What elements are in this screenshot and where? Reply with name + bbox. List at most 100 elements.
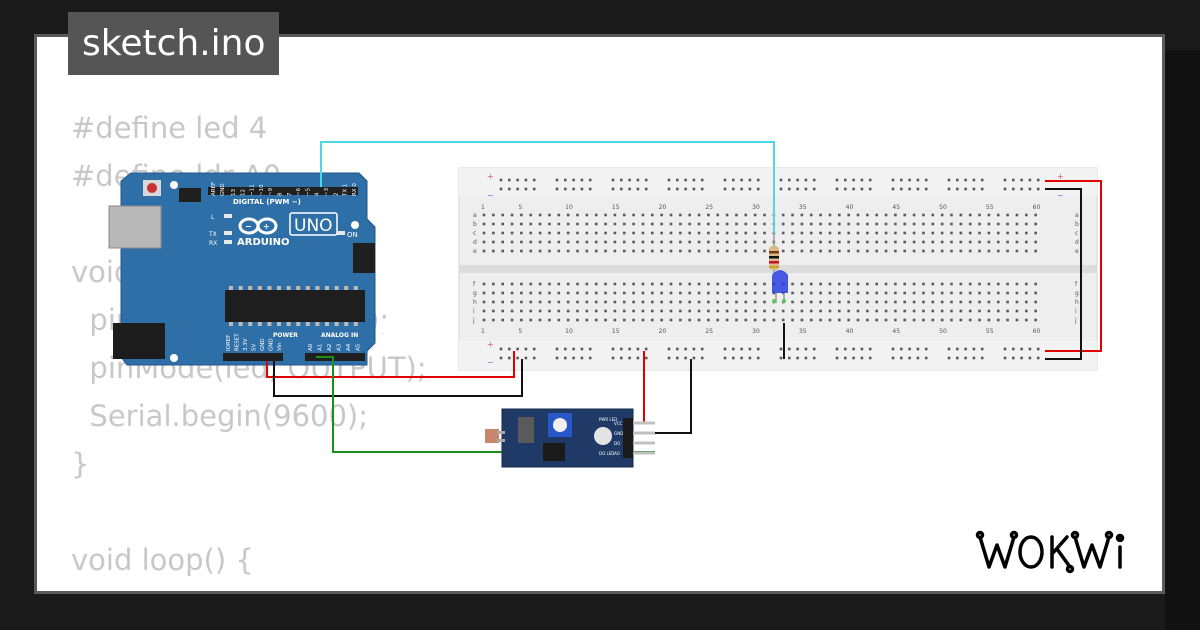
code-line: void loop() { — [71, 543, 254, 577]
column-number: 1 — [481, 328, 485, 335]
arduino-uno[interactable]: DIGITAL (PWM ~) − + UNO ARDUINO ON L TX … — [108, 172, 387, 366]
svg-text:−: − — [245, 222, 252, 231]
sketch-title[interactable]: sketch.ino — [68, 12, 280, 75]
pin-label: A0 — [308, 343, 314, 351]
row-letter: e — [473, 248, 477, 255]
column-number: 60 — [1033, 204, 1041, 211]
column-number: 5 — [518, 204, 522, 211]
breadboard[interactable]: 1155101015152020252530303535404045455050… — [458, 167, 1098, 371]
led[interactable] — [772, 270, 788, 303]
on-label: ON — [347, 231, 358, 239]
wire-black-rail — [1045, 188, 1082, 360]
pin-label: A2 — [327, 344, 333, 351]
pin-label: 7 — [287, 192, 293, 196]
pin-label: GND — [260, 338, 266, 351]
svg-text:+: + — [487, 172, 494, 181]
row-letter: b — [1075, 221, 1079, 228]
column-number: 10 — [565, 328, 573, 335]
row-letter: h — [1075, 299, 1079, 306]
pin-label: A1 — [318, 344, 324, 351]
pin-label: GND — [269, 338, 275, 351]
pin-label: ~11 — [250, 184, 256, 196]
column-number: 35 — [799, 204, 807, 211]
pin-label: 5V — [252, 344, 258, 351]
column-number: 15 — [612, 328, 620, 335]
pin-vcc-label: VCC — [614, 421, 623, 426]
pwr-led-label: PWR LED — [599, 417, 617, 422]
column-number: 25 — [705, 328, 713, 335]
column-number: 20 — [659, 204, 667, 211]
pin-label: ~6 — [296, 187, 302, 196]
pin-label: 12 — [240, 189, 246, 196]
wire-red-5v — [266, 351, 515, 378]
code-line: } — [71, 447, 90, 481]
row-letter: j — [472, 317, 475, 324]
svg-text:−: − — [1057, 191, 1064, 200]
tx-label: TX — [208, 231, 217, 238]
preview-card: #define led 4#define ldr A0void setup() … — [34, 34, 1165, 594]
wires[interactable] — [266, 141, 1102, 453]
breadboard-column-numbers: 1155101015152020252530303535404045455050… — [481, 204, 1040, 335]
ldr-sensor-module[interactable]: PWR LED DO LED VCC GND DO AO — [485, 408, 655, 468]
do-led-label: DO LED — [599, 451, 614, 456]
power-header[interactable] — [223, 353, 283, 361]
row-letter: e — [1075, 248, 1079, 255]
photoresistor — [485, 429, 499, 443]
svg-text:+: + — [1057, 172, 1064, 181]
resistor[interactable] — [769, 233, 779, 275]
analog-header[interactable] — [305, 353, 365, 361]
svg-text:−: − — [487, 191, 494, 200]
row-letter: f — [1075, 281, 1078, 288]
column-number: 1 — [481, 204, 485, 211]
column-number: 35 — [799, 328, 807, 335]
svg-text:+: + — [487, 340, 494, 349]
wokwi-logo[interactable] — [975, 525, 1150, 584]
column-number: 50 — [939, 328, 947, 335]
column-number: 40 — [846, 328, 854, 335]
svg-text:−: − — [487, 358, 494, 367]
column-number: 25 — [705, 204, 713, 211]
pin-label: A3 — [337, 343, 343, 351]
pin-label: 8 — [278, 192, 284, 196]
column-number: 50 — [939, 204, 947, 211]
analog-label: ANALOG IN — [321, 332, 358, 339]
row-letter: d — [473, 239, 477, 246]
pin-label: ~9 — [268, 187, 274, 196]
power-label: POWER — [273, 332, 298, 339]
column-number: 45 — [892, 204, 900, 211]
pin-label: IOREF — [226, 335, 232, 351]
column-number: 30 — [752, 328, 760, 335]
wire-red-rail — [1045, 180, 1102, 352]
pin-label: TX 1 — [343, 184, 349, 197]
rx-label: RX — [209, 240, 217, 247]
microcontroller-chip — [225, 290, 365, 322]
row-letter: j — [1074, 317, 1077, 324]
pin-label: ~3 — [324, 187, 330, 196]
row-letter: d — [1075, 239, 1079, 246]
board-brand: ARDUINO — [237, 237, 289, 248]
row-letter: h — [473, 299, 477, 306]
pin-gnd-label: GND — [614, 431, 623, 436]
wire-black-sensor-gnd — [655, 359, 692, 434]
wire-black-gnd — [273, 359, 523, 397]
code-line: Serial.begin(9600); — [71, 399, 369, 433]
pin-label: 2 — [333, 193, 339, 197]
row-letter: b — [473, 221, 477, 228]
digital-header-label: DIGITAL (PWM ~) — [233, 198, 301, 206]
column-number: 30 — [752, 204, 760, 211]
row-letter: i — [473, 308, 475, 315]
pin-label: 3.3V — [243, 338, 249, 351]
wire-green-ao — [316, 356, 655, 453]
l-label: L — [211, 214, 215, 221]
digital-header[interactable] — [208, 187, 358, 195]
row-letter: g — [1075, 290, 1079, 297]
wire-cyan — [320, 141, 775, 233]
pin-label: RX 0 — [352, 183, 358, 196]
column-number: 55 — [986, 328, 994, 335]
code-line: int reading = analogRead(ldr); — [71, 591, 531, 594]
board-model: UNO — [294, 216, 333, 236]
circuit-diagram: 1155101015152020252530303535404045455050… — [108, 141, 1102, 468]
